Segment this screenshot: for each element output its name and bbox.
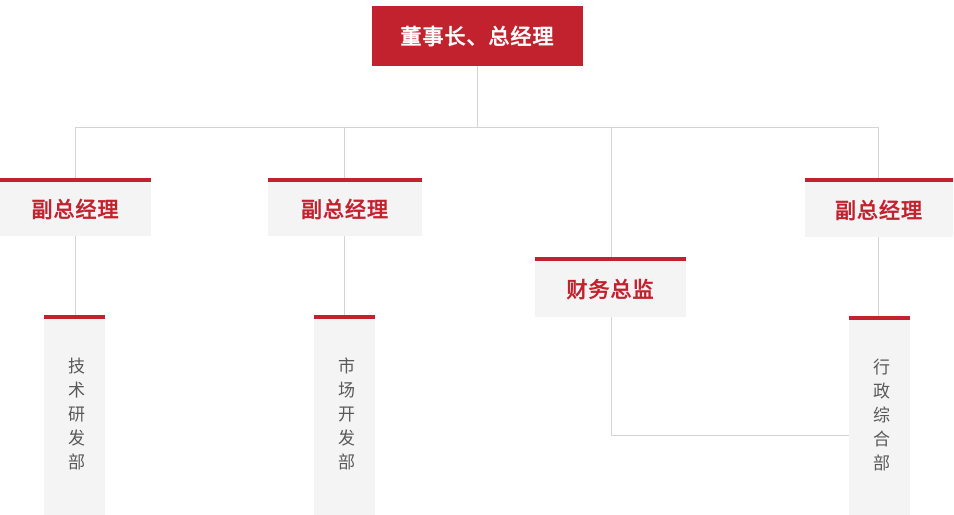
node-deputy-general-manager-3: 副总经理: [805, 178, 953, 237]
connector-deputy-2-to-market-dept: [344, 236, 345, 315]
node-chairman-general-manager: 董事长、总经理: [372, 6, 583, 66]
node-label: 董事长、总经理: [400, 26, 555, 49]
node-label: 市场开发部: [335, 357, 354, 477]
node-deputy-general-manager-1: 副总经理: [0, 178, 151, 236]
node-label: 副总经理: [835, 199, 923, 223]
connector-root-drop: [477, 66, 478, 127]
connector-main-horizontal: [75, 127, 879, 128]
node-label: 副总经理: [301, 199, 389, 222]
connector-drop-deputy-3: [878, 127, 879, 178]
connector-deputy-3-to-admin-dept: [878, 237, 879, 316]
node-market-dev-department: 市场开发部: [314, 315, 375, 515]
node-label: 行政综合部: [870, 357, 889, 478]
node-deputy-general-manager-2: 副总经理: [268, 178, 422, 236]
node-label: 技术研发部: [65, 357, 84, 477]
node-finance-director: 财务总监: [535, 257, 686, 317]
node-label: 财务总监: [566, 279, 655, 302]
connector-drop-finance-director: [611, 127, 612, 257]
connector-finance-elbow-horizontal: [611, 435, 849, 436]
node-tech-rd-department: 技术研发部: [44, 315, 105, 515]
connector-finance-elbow-vertical: [611, 317, 612, 435]
connector-drop-deputy-1: [75, 127, 76, 178]
connector-deputy-1-to-tech-dept: [75, 236, 76, 315]
node-admin-general-department: 行政综合部: [849, 316, 910, 515]
connector-drop-deputy-2: [344, 127, 345, 178]
node-label: 副总经理: [31, 199, 120, 222]
